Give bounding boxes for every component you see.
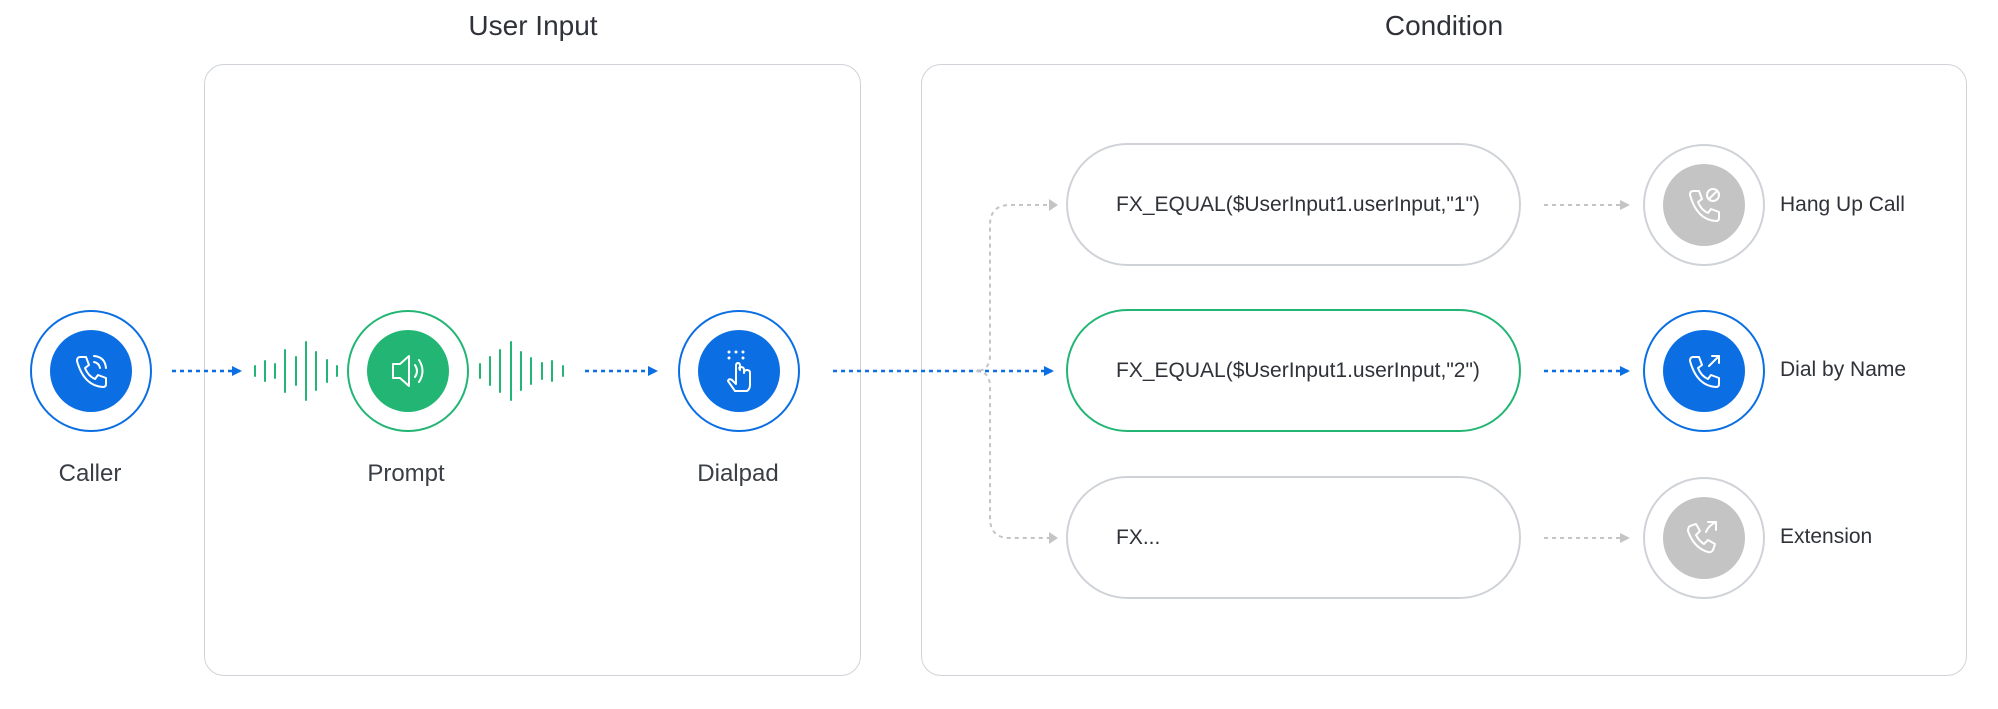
caller-node <box>30 310 152 432</box>
tap-hand-icon <box>727 362 751 392</box>
result-label-dial-by-name: Dial by Name <box>1780 358 1907 381</box>
condition-pill-1[interactable]: FX_EQUAL($UserInput1.userInput,"1") <box>1066 143 1521 266</box>
user-input-title: User Input <box>468 10 598 41</box>
dialpad-label: Dialpad <box>697 460 779 487</box>
condition-pill-3[interactable]: FX... <box>1066 476 1521 599</box>
phone-icon <box>76 355 107 388</box>
sound-wave-right <box>479 341 564 401</box>
branch-connector <box>975 204 1055 539</box>
hang-up-icon <box>1689 188 1720 222</box>
prompt-node <box>347 310 469 432</box>
condition-text-1: FX_EQUAL($UserInput1.userInput,"1") <box>1116 192 1480 216</box>
sound-wave-left <box>254 341 338 401</box>
condition-title: Condition <box>1384 10 1504 41</box>
speaker-icon <box>392 355 424 387</box>
prompt-label: Prompt <box>367 460 445 487</box>
caller-label: Caller <box>58 460 122 487</box>
dialpad-node <box>678 310 800 432</box>
keypad-dots-icon <box>727 350 745 360</box>
condition-text-2: FX_EQUAL($UserInput1.userInput,"2") <box>1116 358 1480 382</box>
result-node-dial-by-name <box>1643 310 1765 432</box>
outgoing-call-icon <box>1689 355 1720 388</box>
transfer-call-icon <box>1687 521 1717 554</box>
result-node-hang-up <box>1643 144 1765 266</box>
condition-text-3: FX... <box>1116 525 1161 549</box>
result-label-extension: Extension <box>1780 525 1873 548</box>
result-node-extension <box>1643 477 1765 599</box>
condition-pill-2[interactable]: FX_EQUAL($UserInput1.userInput,"2") <box>1066 309 1521 432</box>
result-label-hang-up: Hang Up Call <box>1780 193 1905 216</box>
